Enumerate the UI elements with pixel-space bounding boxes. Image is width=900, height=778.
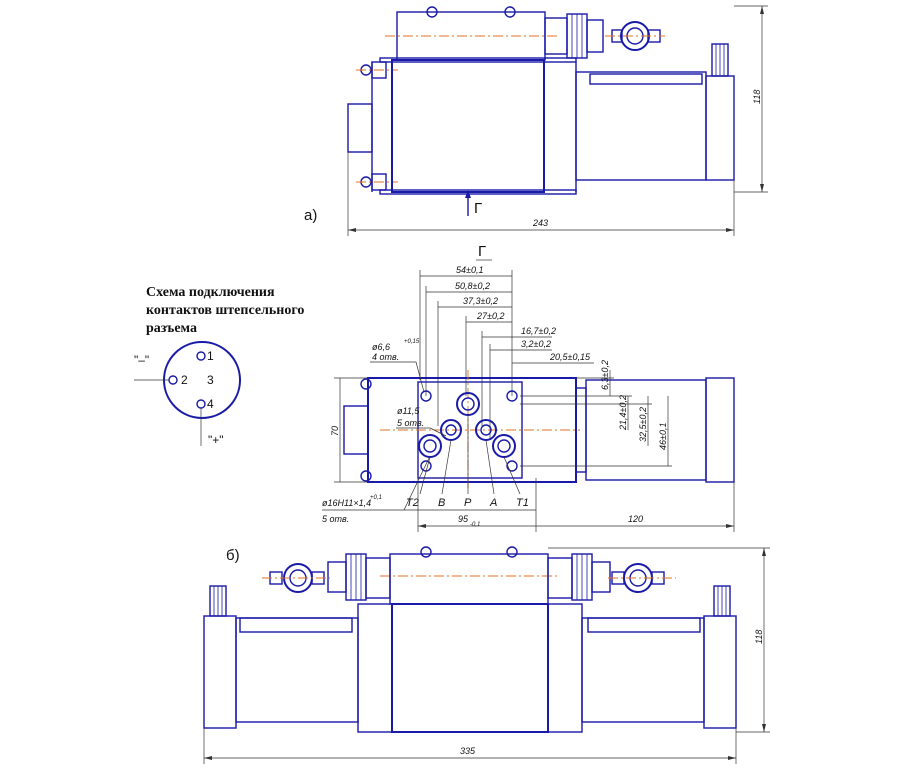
dim-g-v3: 32,5±0,2 bbox=[638, 407, 648, 442]
dim-g-1: 54±0,1 bbox=[456, 265, 483, 275]
dim-g-7: 20,5±0,15 bbox=[549, 352, 591, 362]
pin-3-label: 3 bbox=[207, 373, 214, 387]
view-b-height-dim: 118 bbox=[754, 630, 764, 644]
view-a-arrow-label: Г bbox=[474, 200, 482, 217]
port-label-p: P bbox=[464, 497, 472, 509]
view-a-height-dim: 118 bbox=[752, 90, 762, 104]
view-b: б) bbox=[203, 546, 770, 764]
view-a-label: а) bbox=[304, 207, 317, 224]
scheme-title-line2: контактов штепсельного bbox=[146, 303, 304, 318]
view-b-top-rail bbox=[389, 553, 549, 605]
hole-small-count: 4 отв. bbox=[372, 352, 399, 362]
port-label-a: A bbox=[489, 497, 497, 509]
view-a: Г 118 243 а) bbox=[304, 5, 768, 236]
view-a-valve-body bbox=[391, 59, 545, 193]
hole-mid-count: 5 отв. bbox=[397, 418, 424, 428]
pin-4-label: 4 bbox=[207, 397, 214, 411]
hole-big-tol: +0,1 bbox=[370, 495, 382, 501]
pin-4 bbox=[196, 399, 206, 409]
mount-hole bbox=[420, 390, 432, 402]
view-b-right-solenoid bbox=[581, 617, 705, 723]
pin-1 bbox=[196, 351, 206, 361]
port-t1 bbox=[492, 434, 516, 458]
hole-small-callout: ø6,6 bbox=[372, 342, 390, 352]
scheme-title-line3: разъема bbox=[146, 321, 197, 336]
dim-g-6: 3,2±0,2 bbox=[521, 339, 551, 349]
mount-hole bbox=[506, 390, 518, 402]
dim-g-v1: 6,3±0,2 bbox=[600, 360, 610, 390]
mount-hole bbox=[506, 460, 518, 472]
pin-2-label: 2 bbox=[181, 373, 188, 387]
view-b-length-dim: 335 bbox=[460, 746, 476, 756]
port-t2 bbox=[418, 434, 442, 458]
dim-g-v4: 46±0,1 bbox=[658, 423, 668, 450]
dim-g-5: 16,7±0,2 bbox=[521, 326, 556, 336]
view-a-length-dim: 243 bbox=[532, 218, 548, 228]
view-b-left-solenoid bbox=[235, 617, 359, 723]
plus-label: "+" bbox=[208, 433, 224, 447]
dim-g-v2: 21,4±0,2 bbox=[618, 395, 628, 431]
pin-1-label: 1 bbox=[207, 349, 214, 363]
connector-circle bbox=[163, 341, 241, 419]
dim-g-4: 27±0,2 bbox=[476, 311, 504, 321]
view-b-valve-body bbox=[391, 603, 549, 733]
dim-g-width: 95 bbox=[458, 514, 469, 524]
minus-label: "–" bbox=[134, 353, 149, 367]
view-g: Г 54±0,1 50,8±0,2 37,3±0,2 27±0,2 16,7±0… bbox=[322, 243, 735, 532]
view-a-solenoid bbox=[575, 71, 707, 181]
dim-g-2: 50,8±0,2 bbox=[455, 281, 490, 291]
view-b-label: б) bbox=[226, 547, 240, 564]
hole-big-callout: ø16H11×1,4 bbox=[322, 498, 371, 508]
port-label-b: B bbox=[438, 497, 445, 509]
hole-small-tol: +0,15 bbox=[404, 339, 420, 345]
port-label-t2: T2 bbox=[406, 497, 419, 509]
scheme-title-line1: Схема подключения bbox=[146, 285, 275, 300]
hole-mid-callout: ø11,5 bbox=[397, 406, 420, 416]
view-a-manual-override bbox=[347, 103, 373, 153]
pin-2 bbox=[168, 375, 178, 385]
connector-scheme: Схема подключения контактов штепсельного… bbox=[134, 285, 304, 447]
dim-g-width-tol: -0,1 bbox=[470, 522, 480, 528]
mount-hole bbox=[420, 460, 432, 472]
port-label-t1: T1 bbox=[516, 497, 529, 509]
hole-big-count: 5 отв. bbox=[322, 514, 349, 524]
dim-g-height: 70 bbox=[330, 426, 340, 436]
dim-g-right: 120 bbox=[628, 514, 643, 524]
dim-g-3: 37,3±0,2 bbox=[463, 296, 498, 306]
view-g-label: Г bbox=[478, 243, 486, 260]
